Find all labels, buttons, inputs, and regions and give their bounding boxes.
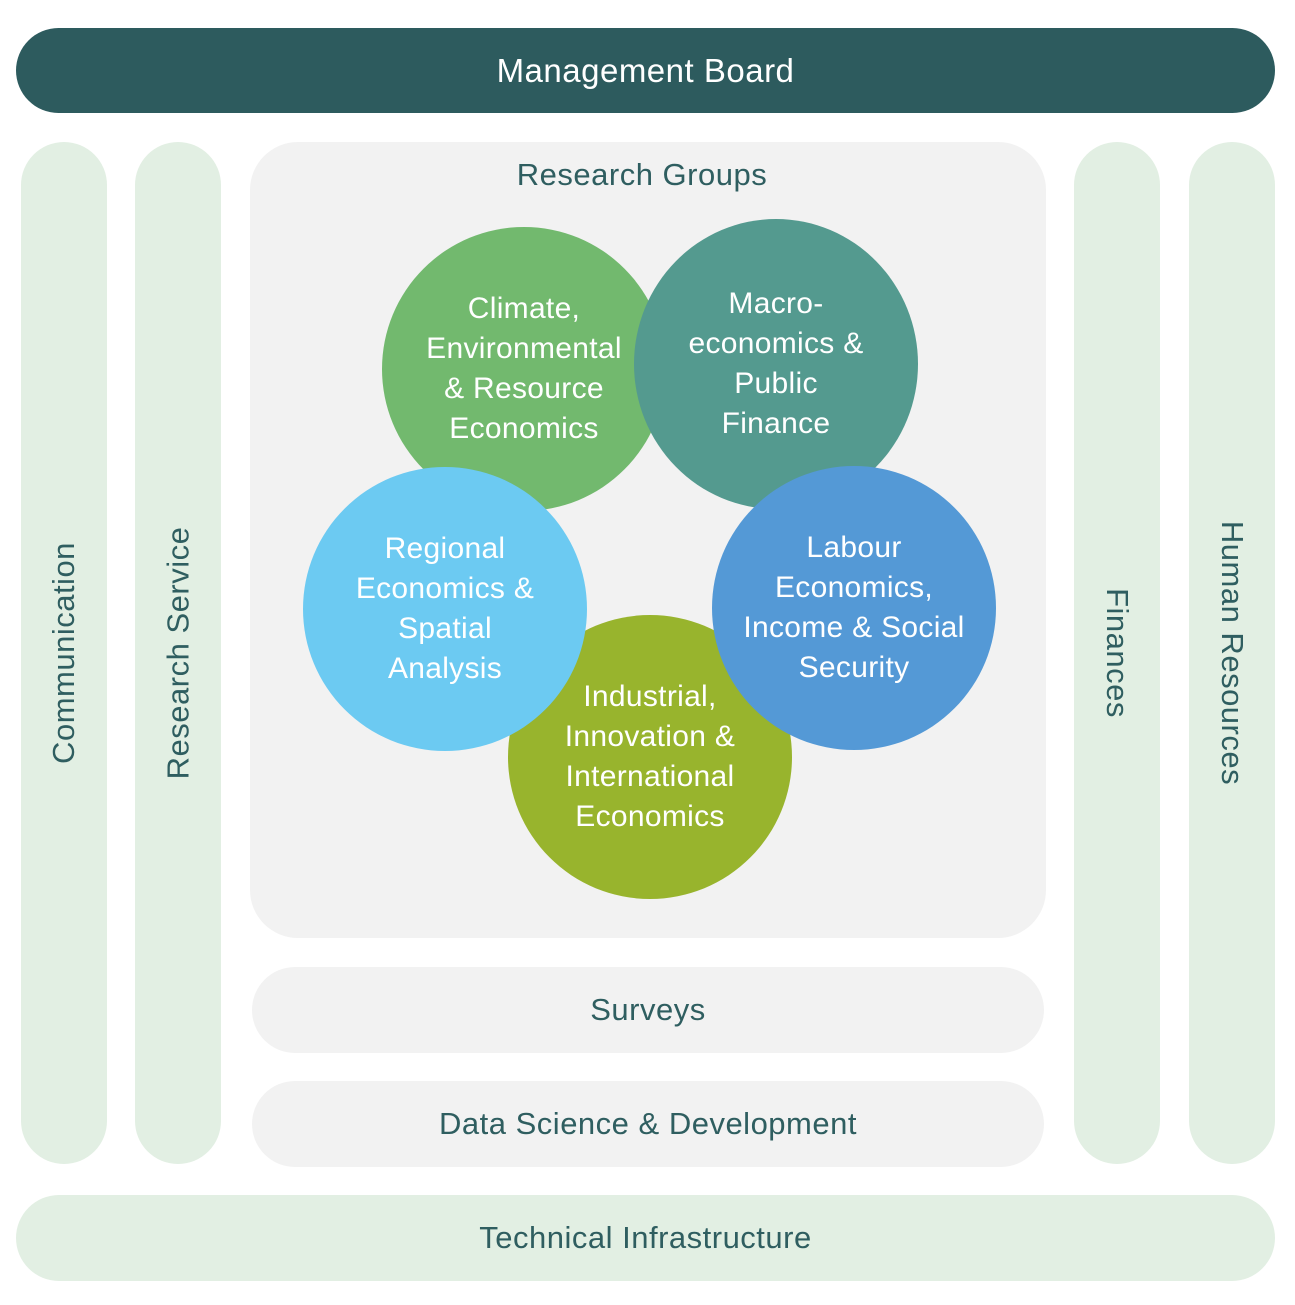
data-science-band: Data Science & Development (252, 1081, 1044, 1167)
circle-labour-label: Labour Economics, Income & Social Securi… (743, 531, 965, 684)
technical-infrastructure-label: Technical Infrastructure (479, 1220, 812, 1255)
surveys-band: Surveys (252, 967, 1044, 1053)
human-resources-label: Human Resources (1215, 520, 1250, 786)
pillar-research-service: Research Service (135, 142, 221, 1164)
circle-macro-label: Macro- economics & Public Finance (688, 287, 864, 440)
surveys-label: Surveys (590, 992, 706, 1027)
research-groups-title: Research Groups (516, 157, 768, 192)
circle-labour: Labour Economics, Income & Social Securi… (712, 466, 996, 750)
research-service-label: Research Service (160, 526, 195, 780)
management-board-label: Management Board (496, 51, 795, 89)
pillar-communication: Communication (21, 142, 107, 1164)
pillar-finances: Finances (1074, 142, 1160, 1164)
finances-label: Finances (1100, 588, 1136, 718)
pillar-human-resources: Human Resources (1189, 142, 1275, 1164)
circle-macro: Macro- economics & Public Finance (634, 219, 918, 509)
data-science-label: Data Science & Development (439, 1106, 857, 1141)
circle-regional: Regional Economics & Spatial Analysis (303, 467, 587, 751)
management-board: Management Board (16, 28, 1275, 113)
circle-industrial-label: Industrial, Innovation & International E… (564, 680, 736, 833)
circle-climate: Climate, Environmental & Resource Econom… (382, 227, 666, 511)
circle-climate-label: Climate, Environmental & Resource Econom… (426, 292, 622, 445)
circle-regional-label: Regional Economics & Spatial Analysis (355, 532, 535, 685)
technical-infrastructure: Technical Infrastructure (16, 1195, 1275, 1281)
communication-label: Communication (46, 542, 81, 764)
